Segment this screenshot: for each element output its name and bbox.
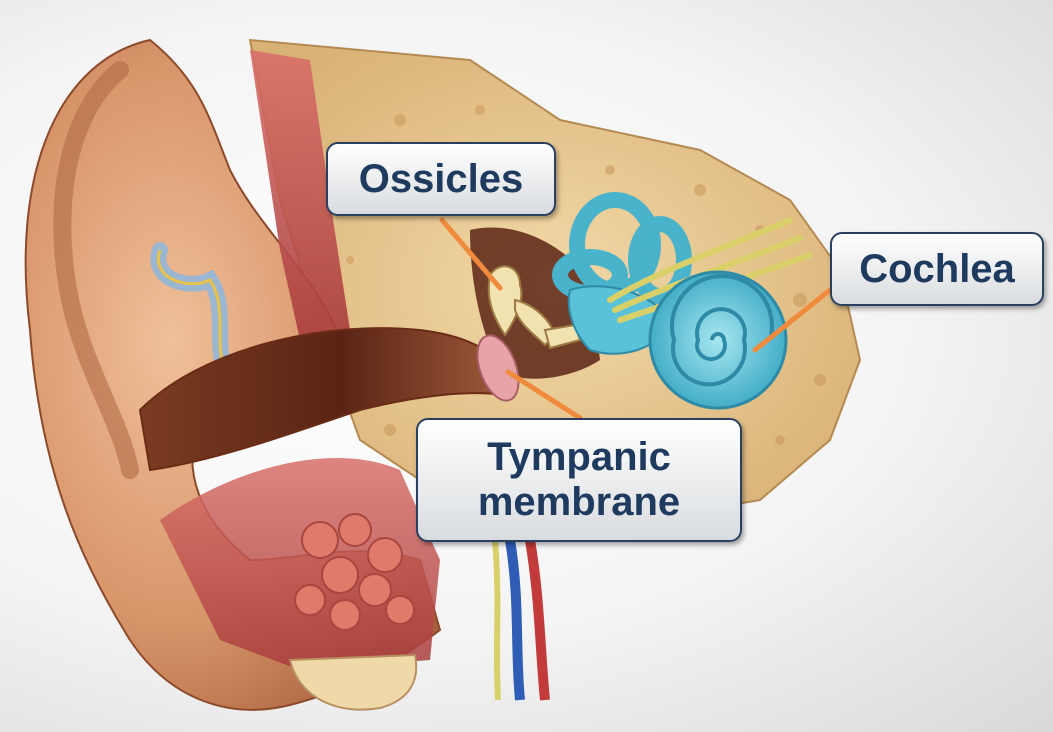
blood-vessels — [495, 540, 545, 700]
cochlea-label-text: Cochlea — [859, 247, 1015, 292]
tympanic-label-line1: Tympanic — [487, 435, 671, 480]
ossicles-label: Ossicles — [326, 142, 556, 216]
ossicles-label-text: Ossicles — [359, 157, 524, 202]
tympanic-membrane-label: Tympanic membrane — [416, 418, 742, 542]
earlobe — [290, 655, 416, 710]
tympanic-label-line2: membrane — [478, 480, 680, 525]
cochlea-label: Cochlea — [830, 232, 1044, 306]
